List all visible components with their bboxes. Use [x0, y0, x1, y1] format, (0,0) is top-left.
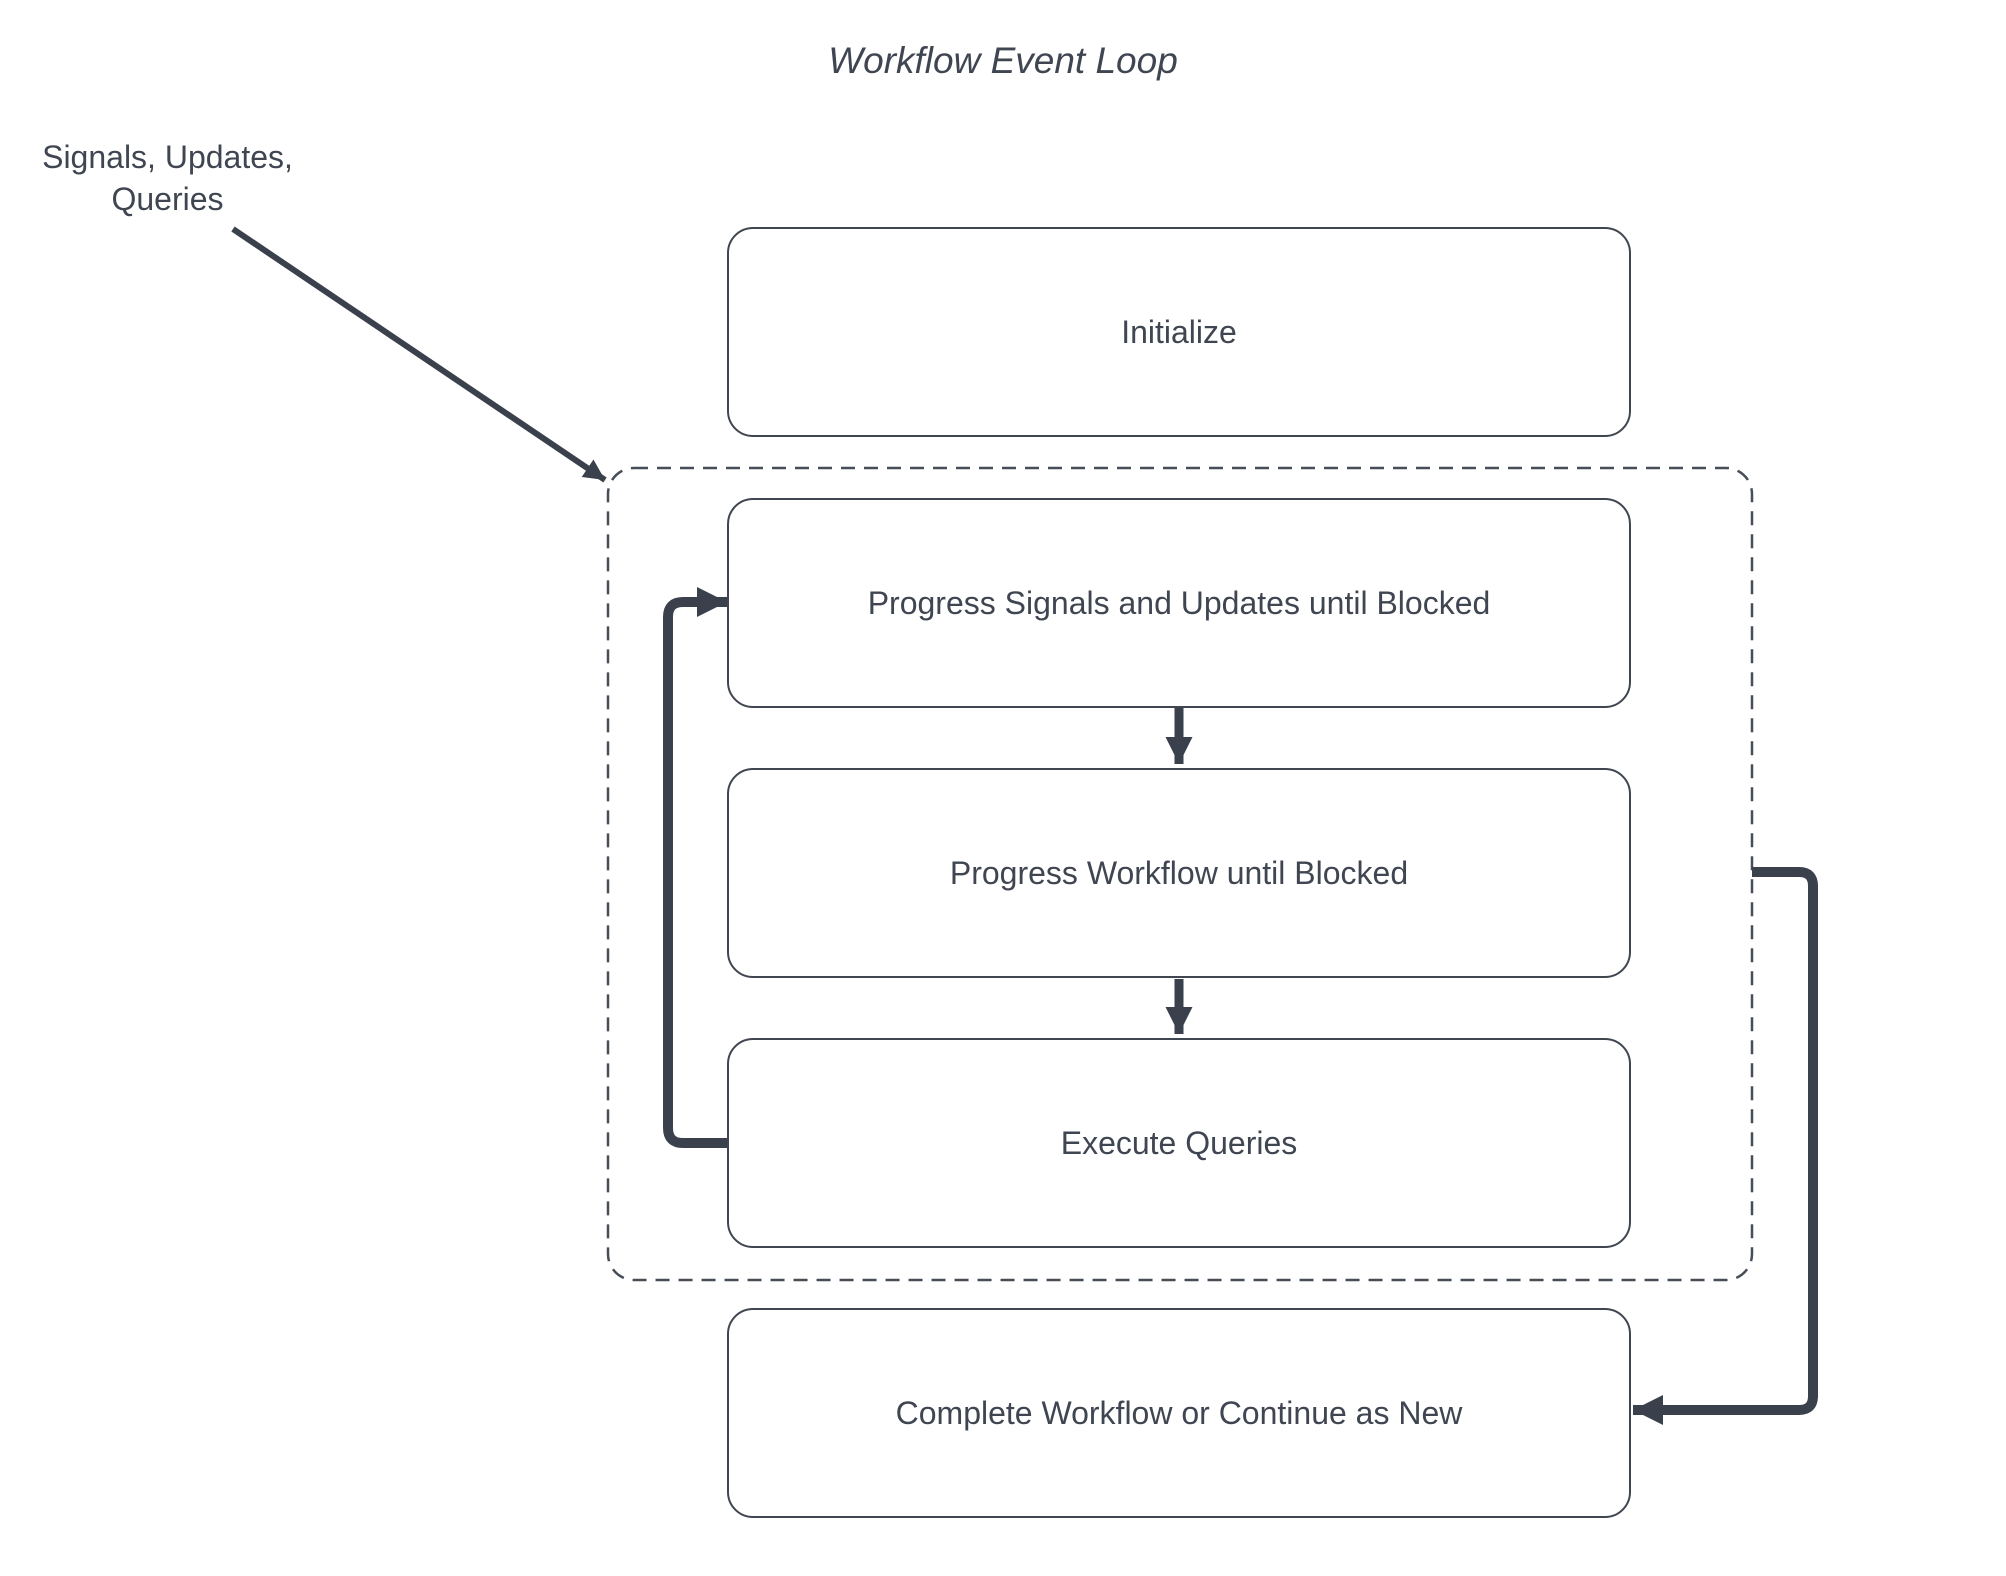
node-progress-signals-and-updates: Progress Signals and Updates until Block…	[727, 498, 1631, 708]
node-initialize: Initialize	[727, 227, 1631, 437]
annotation-line-2: Queries	[111, 181, 224, 217]
arrow-execute-queries-loop-back	[663, 587, 727, 1148]
node-execute-queries: Execute Queries	[727, 1038, 1631, 1248]
node-execute-queries-label: Execute Queries	[1060, 1124, 1298, 1161]
node-progress-workflow-label: Progress Workflow until Blocked	[949, 854, 1409, 891]
signals-updates-queries-label: Signals, Updates, Queries	[25, 136, 310, 220]
node-progress-signals-label: Progress Signals and Updates until Block…	[867, 584, 1491, 621]
node-complete-workflow: Complete Workflow or Continue as New	[727, 1308, 1631, 1518]
arrow-event-loop-to-complete-workflow	[1633, 867, 1818, 1425]
arrow-signals-to-event-loop	[231, 226, 607, 483]
node-complete-workflow-label: Complete Workflow or Continue as New	[895, 1394, 1463, 1431]
annotation-line-1: Signals, Updates,	[42, 139, 293, 175]
node-progress-workflow: Progress Workflow until Blocked	[727, 768, 1631, 978]
node-initialize-label: Initialize	[1121, 313, 1237, 350]
